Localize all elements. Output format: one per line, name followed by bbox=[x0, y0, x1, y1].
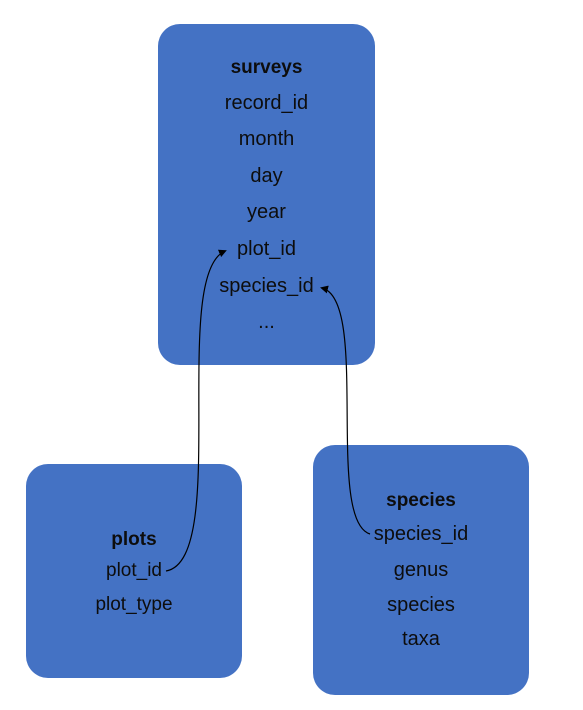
plots-title: plots bbox=[111, 529, 157, 550]
surveys-field-year: year bbox=[247, 201, 286, 223]
plots-table: plots plot_id plot_type bbox=[26, 464, 242, 678]
surveys-field-day: day bbox=[250, 165, 283, 187]
surveys-title: surveys bbox=[230, 57, 303, 78]
species-table: species species_id genus species taxa bbox=[313, 445, 529, 695]
surveys-table: surveys record_id month day year plot_id… bbox=[158, 24, 375, 365]
species-field-species: species bbox=[387, 594, 455, 616]
surveys-field-species-id: species_id bbox=[219, 275, 314, 297]
species-field-genus: genus bbox=[393, 559, 449, 581]
surveys-field-ellipsis: ... bbox=[258, 311, 275, 333]
plots-field-plot-type: plot_type bbox=[95, 594, 173, 615]
plots-field-plot-id: plot_id bbox=[106, 560, 162, 581]
surveys-field-plot-id: plot_id bbox=[237, 238, 296, 260]
surveys-field-month: month bbox=[238, 128, 295, 150]
species-field-species-id: species_id bbox=[373, 523, 469, 545]
species-field-taxa: taxa bbox=[402, 628, 440, 650]
species-title: species bbox=[386, 490, 456, 511]
surveys-field-record-id: record_id bbox=[224, 92, 309, 114]
